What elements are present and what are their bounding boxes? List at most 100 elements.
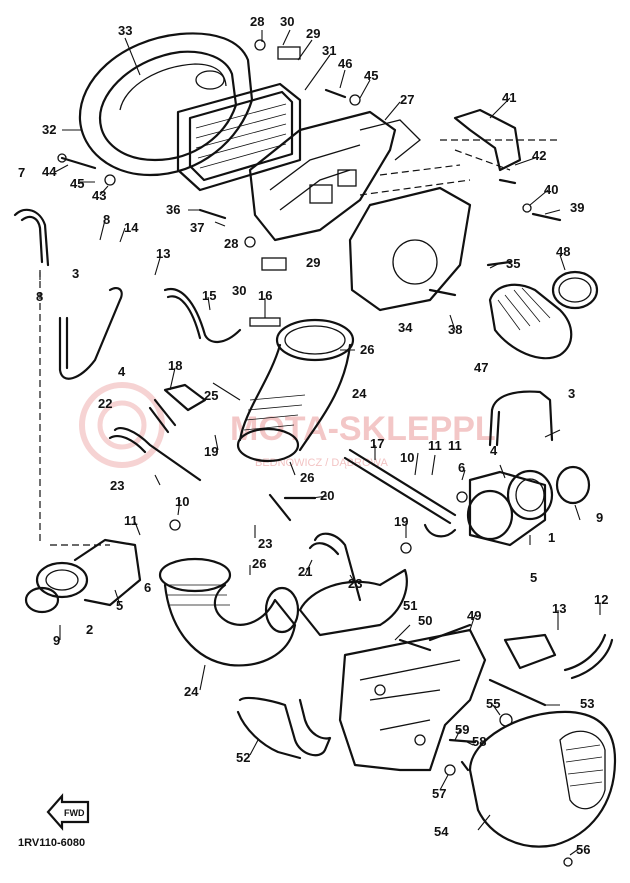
callout-4: 4	[118, 364, 126, 379]
callout-28: 28	[224, 236, 238, 251]
callout-31: 31	[322, 43, 336, 58]
callout-11: 11	[124, 513, 138, 528]
callout-43: 43	[92, 188, 106, 203]
callout-19: 19	[394, 514, 408, 529]
callout-33: 33	[118, 23, 132, 38]
guide-lines	[39, 139, 560, 546]
callout-6: 6	[144, 580, 151, 595]
callout-14: 14	[124, 220, 139, 235]
carburetor-right	[466, 465, 591, 547]
callout-56: 56	[576, 842, 590, 857]
callout-55: 55	[486, 696, 500, 711]
fittings	[148, 383, 557, 670]
callout-59: 59	[455, 722, 469, 737]
callout-20: 20	[320, 488, 334, 503]
callout-46: 46	[338, 56, 352, 71]
callout-4: 4	[490, 443, 498, 458]
watermark-subtext: BEDNOWICZ / DĄBROWA	[255, 457, 388, 469]
intake-joint-47	[488, 270, 599, 360]
callout-28: 28	[250, 14, 264, 29]
callout-52: 52	[236, 750, 250, 765]
callout-18: 18	[168, 358, 182, 373]
callout-10: 10	[400, 450, 414, 465]
callout-53: 53	[580, 696, 594, 711]
callout-51: 51	[403, 598, 417, 613]
callout-13: 13	[552, 601, 566, 616]
callout-42: 42	[532, 148, 546, 163]
callout-5: 5	[116, 598, 123, 613]
callout-44: 44	[42, 164, 57, 179]
intake-joint-24-upper	[236, 318, 355, 463]
callout-3: 3	[568, 386, 575, 401]
callout-11: 11	[448, 438, 462, 453]
callout-37: 37	[190, 220, 204, 235]
callout-49: 49	[467, 608, 481, 623]
callout-26: 26	[252, 556, 266, 571]
diagram-code: 1RV110-6080	[18, 837, 85, 849]
callout-30: 30	[280, 14, 294, 29]
carburetor-left	[24, 538, 142, 614]
callout-12: 12	[594, 592, 608, 607]
callout-23: 23	[258, 536, 272, 551]
air-cleaner-case	[248, 110, 421, 242]
rod-17	[343, 448, 457, 538]
callout-29: 29	[306, 255, 320, 270]
bolts	[57, 39, 573, 867]
callouts: 1 2 3 3 4 4 5 5 6 6 7 8 8 9 9 10 10 11 1…	[18, 14, 608, 857]
fwd-arrow: FWD	[46, 793, 90, 831]
callout-1: 1	[548, 530, 555, 545]
callout-10: 10	[175, 494, 189, 509]
callout-8: 8	[103, 212, 110, 227]
callout-9: 9	[596, 510, 603, 525]
callout-8: 8	[36, 289, 43, 304]
callout-19: 19	[204, 444, 218, 459]
callout-7: 7	[18, 165, 25, 180]
fwd-label: FWD	[64, 808, 85, 818]
callout-21: 21	[298, 564, 312, 579]
callout-23: 23	[110, 478, 124, 493]
callout-22: 22	[98, 396, 112, 411]
callout-30: 30	[232, 283, 246, 298]
callout-57: 57	[432, 786, 446, 801]
cover-54	[468, 710, 617, 848]
callout-25: 25	[204, 388, 218, 403]
callout-38: 38	[448, 322, 462, 337]
callout-24: 24	[184, 684, 199, 699]
intake-joint-24-lower	[158, 557, 300, 667]
callout-29: 29	[306, 26, 320, 41]
callout-45: 45	[70, 176, 84, 191]
callout-26: 26	[300, 470, 314, 485]
callout-39: 39	[570, 200, 584, 215]
callout-48: 48	[556, 244, 570, 259]
callout-58: 58	[472, 734, 486, 749]
callout-16: 16	[258, 288, 272, 303]
callout-24: 24	[352, 386, 367, 401]
callout-32: 32	[42, 122, 56, 137]
callout-6: 6	[458, 460, 465, 475]
callout-36: 36	[166, 202, 180, 217]
callout-34: 34	[398, 320, 413, 335]
callout-27: 27	[400, 92, 414, 107]
callout-13: 13	[156, 246, 170, 261]
callout-41: 41	[502, 90, 516, 105]
air-cleaner-cover	[78, 32, 254, 177]
side-cover	[348, 186, 472, 312]
callout-23: 23	[348, 576, 362, 591]
callout-40: 40	[544, 182, 558, 197]
callout-50: 50	[418, 613, 432, 628]
callout-15: 15	[202, 288, 216, 303]
callout-26: 26	[360, 342, 374, 357]
callout-17: 17	[370, 436, 384, 451]
bracket-plate-49	[338, 628, 487, 772]
leader-lines	[39, 29, 601, 856]
callout-5: 5	[530, 570, 537, 585]
air-duct-52	[236, 696, 332, 760]
callout-3: 3	[72, 266, 79, 281]
hoses	[13, 208, 614, 680]
callout-35: 35	[506, 256, 520, 271]
callout-45: 45	[364, 68, 378, 83]
callout-11: 11	[428, 438, 442, 453]
callout-47: 47	[474, 360, 488, 375]
bracket-41	[453, 108, 522, 172]
